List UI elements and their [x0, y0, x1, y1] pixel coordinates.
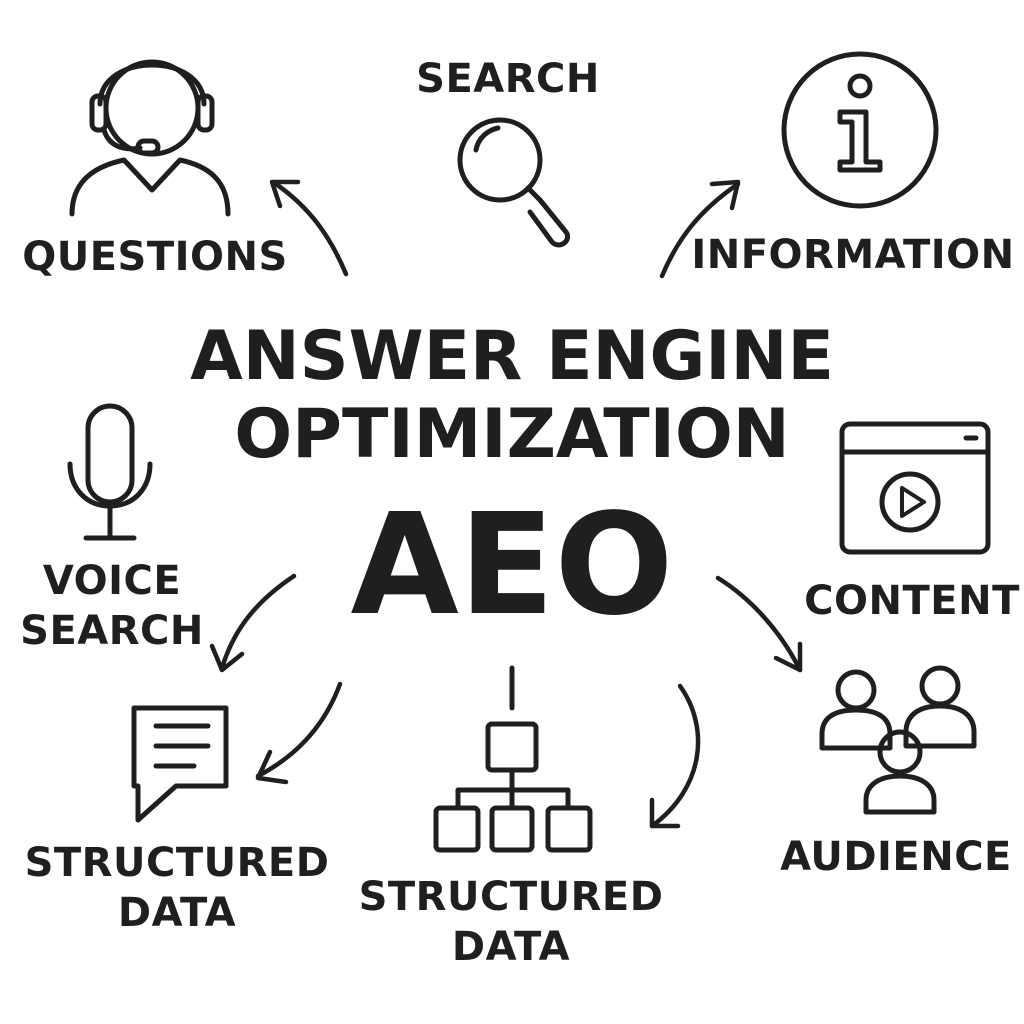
microphone-icon — [67, 403, 153, 541]
speech-bubble-icon — [131, 705, 229, 823]
content-label: CONTENT — [804, 578, 1020, 624]
structured-data-left-label: STRUCTURED DATA — [25, 838, 330, 938]
diagram-title: ANSWER ENGINE OPTIMIZATION — [190, 318, 834, 474]
arrow-to-audience — [715, 575, 803, 673]
structured-data-left-line1: STRUCTURED — [24, 840, 330, 886]
magnifying-glass-icon — [457, 117, 570, 248]
arrow-to-structured-data-left — [255, 681, 343, 785]
structured-data-center-label: STRUCTURED DATA — [359, 872, 664, 972]
arrow-to-questions — [269, 179, 349, 277]
title-line-2: OPTIMIZATION — [234, 395, 790, 474]
audience-label: AUDIENCE — [780, 834, 1012, 880]
search-label: SEARCH — [416, 56, 600, 102]
structured-data-left-line2: DATA — [117, 890, 237, 936]
arrow-to-voice-search — [209, 573, 297, 673]
voice-search-label: VOICE SEARCH — [20, 556, 204, 656]
structured-data-center-line2: DATA — [451, 924, 571, 970]
structured-data-center-line1: STRUCTURED — [358, 874, 664, 920]
questions-label: QUESTIONS — [22, 234, 288, 280]
hierarchy-icon — [433, 665, 593, 853]
video-window-icon — [839, 421, 991, 555]
voice-search-label-line2: SEARCH — [20, 608, 204, 654]
info-icon — [781, 51, 939, 209]
information-label: INFORMATION — [691, 232, 1015, 278]
aeo-acronym: AEO — [350, 484, 674, 647]
arrow-to-information — [659, 179, 741, 279]
arrow-to-structured-data-center — [649, 683, 701, 829]
title-line-1: ANSWER ENGINE — [190, 317, 834, 396]
people-group-icon — [819, 665, 977, 815]
voice-search-label-line1: VOICE — [42, 558, 182, 604]
headset-person-icon — [69, 59, 231, 217]
